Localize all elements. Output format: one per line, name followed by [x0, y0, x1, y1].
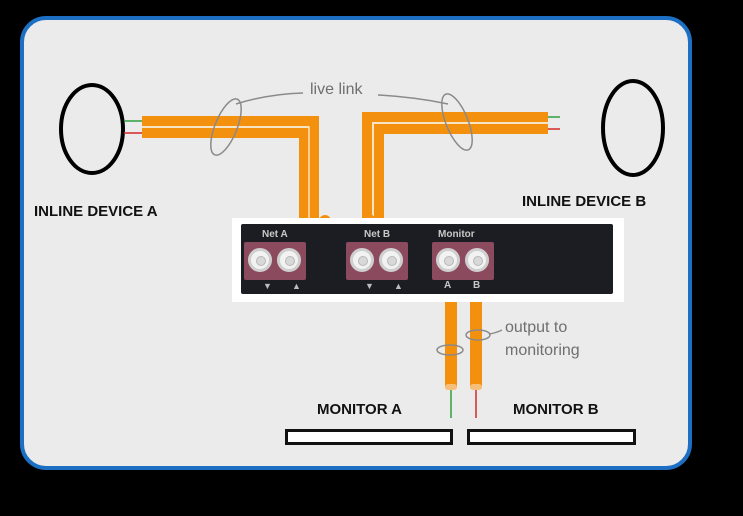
live-link-marker-right: [441, 93, 473, 151]
arrow-up-icon: ▲: [292, 281, 301, 291]
inline-device-b-ellipse: [601, 79, 665, 177]
jack-monitor-b[interactable]: [465, 248, 489, 272]
jack-net-a-2[interactable]: [277, 248, 301, 272]
monitor-b-label: MONITOR B: [513, 401, 599, 418]
patch-panel-face: Net A Net B Monitor ▼ ▲ ▼ ▲ A B: [241, 224, 613, 294]
fiber-right-divider: [372, 122, 548, 220]
port-net-a[interactable]: [244, 242, 306, 280]
monitor-a-box: [285, 429, 453, 445]
port-net-b[interactable]: [346, 242, 408, 280]
output-marker-a: [436, 344, 464, 356]
monitor-b-box: [467, 429, 636, 445]
live-link-leader-left: [235, 92, 304, 105]
jack-net-a-1[interactable]: [248, 248, 272, 272]
inline-device-a-label: INLINE DEVICE A: [34, 203, 158, 220]
output-marker-b: [465, 329, 491, 341]
port-label-net-b: Net B: [364, 229, 391, 240]
output-label-line1: output to: [505, 319, 568, 336]
output-leader: [488, 329, 503, 335]
patch-panel: Net A Net B Monitor ▼ ▲ ▼ ▲ A B: [232, 218, 624, 302]
fiber-left-divider: [142, 126, 310, 220]
output-label-line2: monitoring: [505, 342, 580, 359]
fiber-monitor-a: [445, 300, 457, 418]
fiber-left: [142, 116, 319, 220]
jack-net-b-2[interactable]: [379, 248, 403, 272]
fiber-monitor-b: [470, 300, 482, 418]
monitor-port-label-a: A: [444, 280, 452, 291]
live-link-marker-left: [210, 98, 242, 156]
monitor-port-label-b: B: [473, 280, 481, 291]
inline-device-b-label: INLINE DEVICE B: [522, 193, 647, 210]
arrow-down-icon: ▼: [263, 281, 272, 291]
arrow-up-icon: ▲: [394, 281, 403, 291]
monitor-a-label: MONITOR A: [317, 401, 402, 418]
fiber-right: [362, 112, 548, 220]
port-label-net-a: Net A: [262, 229, 288, 240]
live-link-label: live link: [310, 81, 363, 98]
jack-monitor-a[interactable]: [436, 248, 460, 272]
live-link-leader-right: [377, 94, 449, 105]
port-monitor[interactable]: [432, 242, 494, 280]
port-label-monitor: Monitor: [438, 229, 475, 240]
arrow-down-icon: ▼: [365, 281, 374, 291]
jack-net-b-1[interactable]: [350, 248, 374, 272]
inline-device-a-ellipse: [59, 83, 125, 175]
